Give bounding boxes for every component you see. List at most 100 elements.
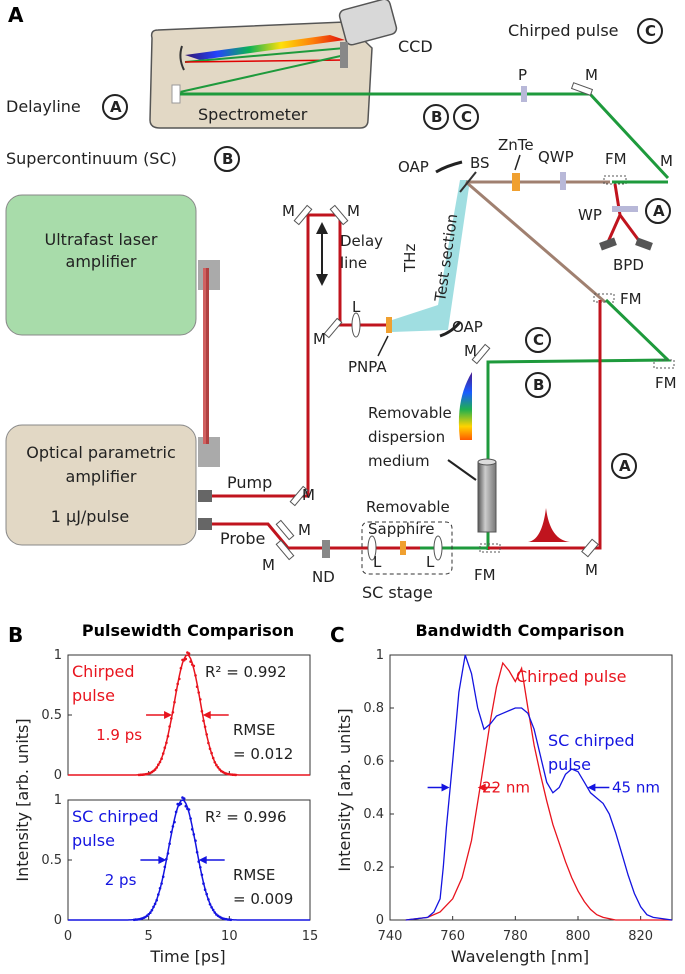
fwhm-label-1: 2 ps: [105, 871, 137, 889]
svg-text:M: M: [298, 521, 311, 539]
svg-text:BPD: BPD: [613, 256, 644, 274]
ytick-label: 0.6: [363, 754, 384, 769]
data-point-1: [168, 842, 171, 845]
svg-text:L: L: [426, 553, 435, 571]
xtick-label: 820: [628, 929, 653, 944]
bw-label-red: 22 nm: [482, 779, 530, 797]
data-point-0: [170, 717, 173, 720]
data-point-1: [166, 852, 170, 855]
data-point-0: [192, 664, 196, 668]
data-point-0: [195, 685, 199, 688]
fwhm-arrow-right-1-head: [198, 856, 207, 864]
circle-a-left: A: [102, 94, 128, 120]
panel-label-c: C: [330, 623, 345, 647]
chart-b-title: Pulsewidth Comparison: [82, 621, 294, 640]
data-point-0: [155, 766, 158, 769]
data-point-1: [153, 902, 157, 906]
svg-text:amplifier: amplifier: [66, 467, 137, 486]
data-point-0: [158, 760, 162, 764]
data-point-0: [234, 773, 238, 777]
data-point-0: [210, 751, 213, 755]
thz-beam: [392, 180, 470, 332]
delayline-label: Delayline: [6, 97, 81, 116]
data-point-0: [218, 768, 221, 771]
chart-b-ylabel: Intensity [arb. units]: [13, 718, 32, 881]
data-point-0: [178, 677, 181, 681]
circle-b-mid: B: [423, 104, 449, 130]
rmse-value-1: = 0.009: [233, 890, 293, 908]
data-point-1: [207, 898, 210, 901]
mirror-top-right: [570, 82, 594, 96]
data-point-0: [173, 700, 176, 704]
circle-b-left: B: [214, 146, 240, 172]
rmse-label-0: RMSE: [233, 721, 275, 739]
data-point-1: [165, 857, 168, 861]
ytick-label: 0: [376, 913, 384, 928]
fit-curve-0: [68, 654, 310, 776]
svg-text:line: line: [340, 254, 367, 272]
data-point-0: [176, 682, 179, 686]
bw-arrow-red-left-head: [477, 783, 486, 792]
ytick-label: 0.4: [363, 807, 384, 822]
data-point-1: [161, 875, 165, 878]
thz-label: THz: [401, 244, 419, 273]
ytick-label-0: 0.5: [41, 708, 62, 723]
data-point-1: [182, 797, 186, 800]
r2-label-0: R² = 0.992: [205, 663, 286, 681]
data-point-1: [152, 905, 155, 909]
svg-text:OAP: OAP: [452, 318, 483, 336]
data-point-1: [173, 820, 176, 824]
spectrometer-label: Spectrometer: [198, 105, 308, 124]
data-point-1: [157, 893, 160, 896]
data-point-0: [174, 688, 178, 692]
svg-text:B: B: [222, 150, 233, 168]
series-label-red: Chirped pulse: [516, 667, 627, 686]
data-point-0: [161, 752, 165, 755]
series-label-blue2: pulse: [548, 755, 591, 774]
data-point-0: [160, 757, 163, 760]
data-point-1: [150, 908, 154, 912]
data-point-0: [207, 741, 210, 745]
fwhm-arrow-left-0-head: [164, 711, 173, 719]
svg-text:medium: medium: [368, 452, 430, 470]
laser-amplifier-box: [5, 194, 197, 336]
data-point-0: [168, 725, 171, 728]
data-point-1: [194, 839, 197, 842]
subplot-label-0: Chirped: [72, 662, 135, 681]
circle-a-right: A: [645, 198, 671, 224]
fwhm-arrow-right-0-head: [202, 711, 211, 719]
data-point-0: [197, 691, 200, 694]
data-point-1: [202, 882, 205, 885]
ytick-label: 0.8: [363, 701, 384, 716]
supercontinuum-label: Supercontinuum (SC): [6, 149, 177, 168]
svg-text:Ultrafast laser: Ultrafast laser: [45, 230, 158, 249]
pulse-shape: [528, 508, 570, 542]
xtick-label: 800: [566, 929, 591, 944]
svg-text:Optical parametric: Optical parametric: [26, 443, 175, 462]
data-point-1: [171, 825, 175, 828]
xtick-label: 10: [221, 929, 238, 944]
data-point-0: [211, 756, 215, 760]
ccd-camera: [338, 0, 398, 46]
svg-text:BS: BS: [470, 154, 490, 172]
data-point-0: [187, 652, 191, 655]
data-point-1: [184, 804, 188, 808]
svg-text:M: M: [464, 342, 477, 360]
data-point-0: [194, 674, 197, 677]
svg-text:OAP: OAP: [398, 158, 429, 176]
svg-text:WP: WP: [578, 206, 602, 224]
polarizer-label: P: [518, 66, 527, 84]
ytick-label-0: 1: [54, 648, 62, 663]
svg-text:ND: ND: [312, 568, 335, 586]
svg-text:QWP: QWP: [538, 148, 574, 166]
znte-label: ZnTe: [498, 136, 534, 154]
svg-text:FM: FM: [474, 566, 496, 584]
data-point-1: [158, 887, 162, 890]
spectrometer: Spectrometer: [149, 0, 398, 129]
data-point-0: [208, 747, 212, 751]
chart-c-title: Bandwidth Comparison: [415, 621, 624, 640]
bw-label-blue: 45 nm: [612, 779, 660, 797]
data-point-1: [147, 913, 150, 916]
data-point-0: [213, 761, 217, 764]
